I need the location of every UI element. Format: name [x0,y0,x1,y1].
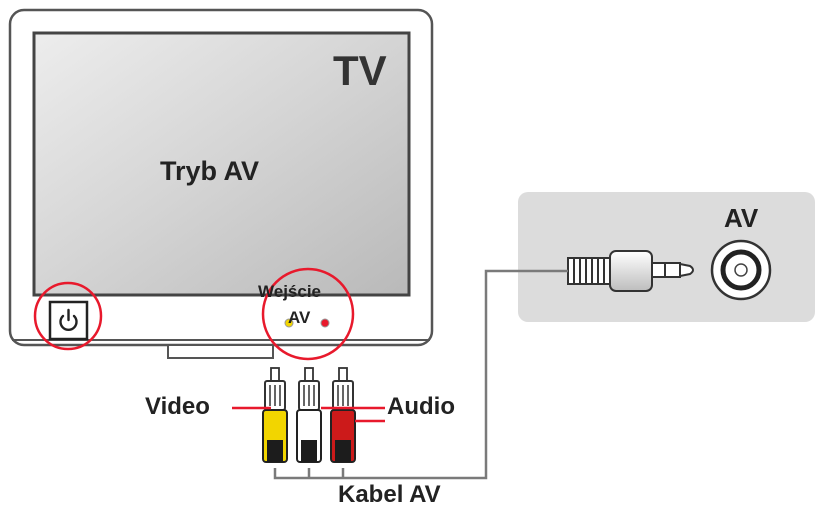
audio-label: Audio [387,393,455,420]
tv-mode-text: Tryb AV [160,156,260,186]
video-label: Video [145,393,210,420]
tv-label: TV [333,47,387,94]
power-highlight-circle [33,281,103,351]
tv-av-jack-audio [320,318,330,328]
rca-plug-audio-left [296,367,322,463]
jack-plug-tip [679,262,694,278]
cable-line [273,269,568,480]
cable-label: Kabel AV [338,481,441,508]
av-input-label-line1: Wejście [258,282,322,301]
device-av-label: AV [724,203,759,233]
jack-plug-body [609,250,653,292]
av-cable [273,269,568,480]
camera-device-panel [518,192,815,322]
label-leader-lines [232,406,385,423]
jack-plug-grip-ridges [573,258,605,284]
device-av-jack-center [734,263,748,277]
power-icon [59,308,78,331]
av-input-label-line2: AV [288,308,311,327]
tv-screen [32,31,411,297]
av-input-highlight-circle [261,267,355,361]
rca-plug-video [262,367,288,463]
device-panel [518,192,815,322]
tv-set [8,8,434,359]
rca-plug-audio-right [330,367,356,463]
tv-stand [167,344,274,359]
tv-av-jack-video [284,318,294,328]
